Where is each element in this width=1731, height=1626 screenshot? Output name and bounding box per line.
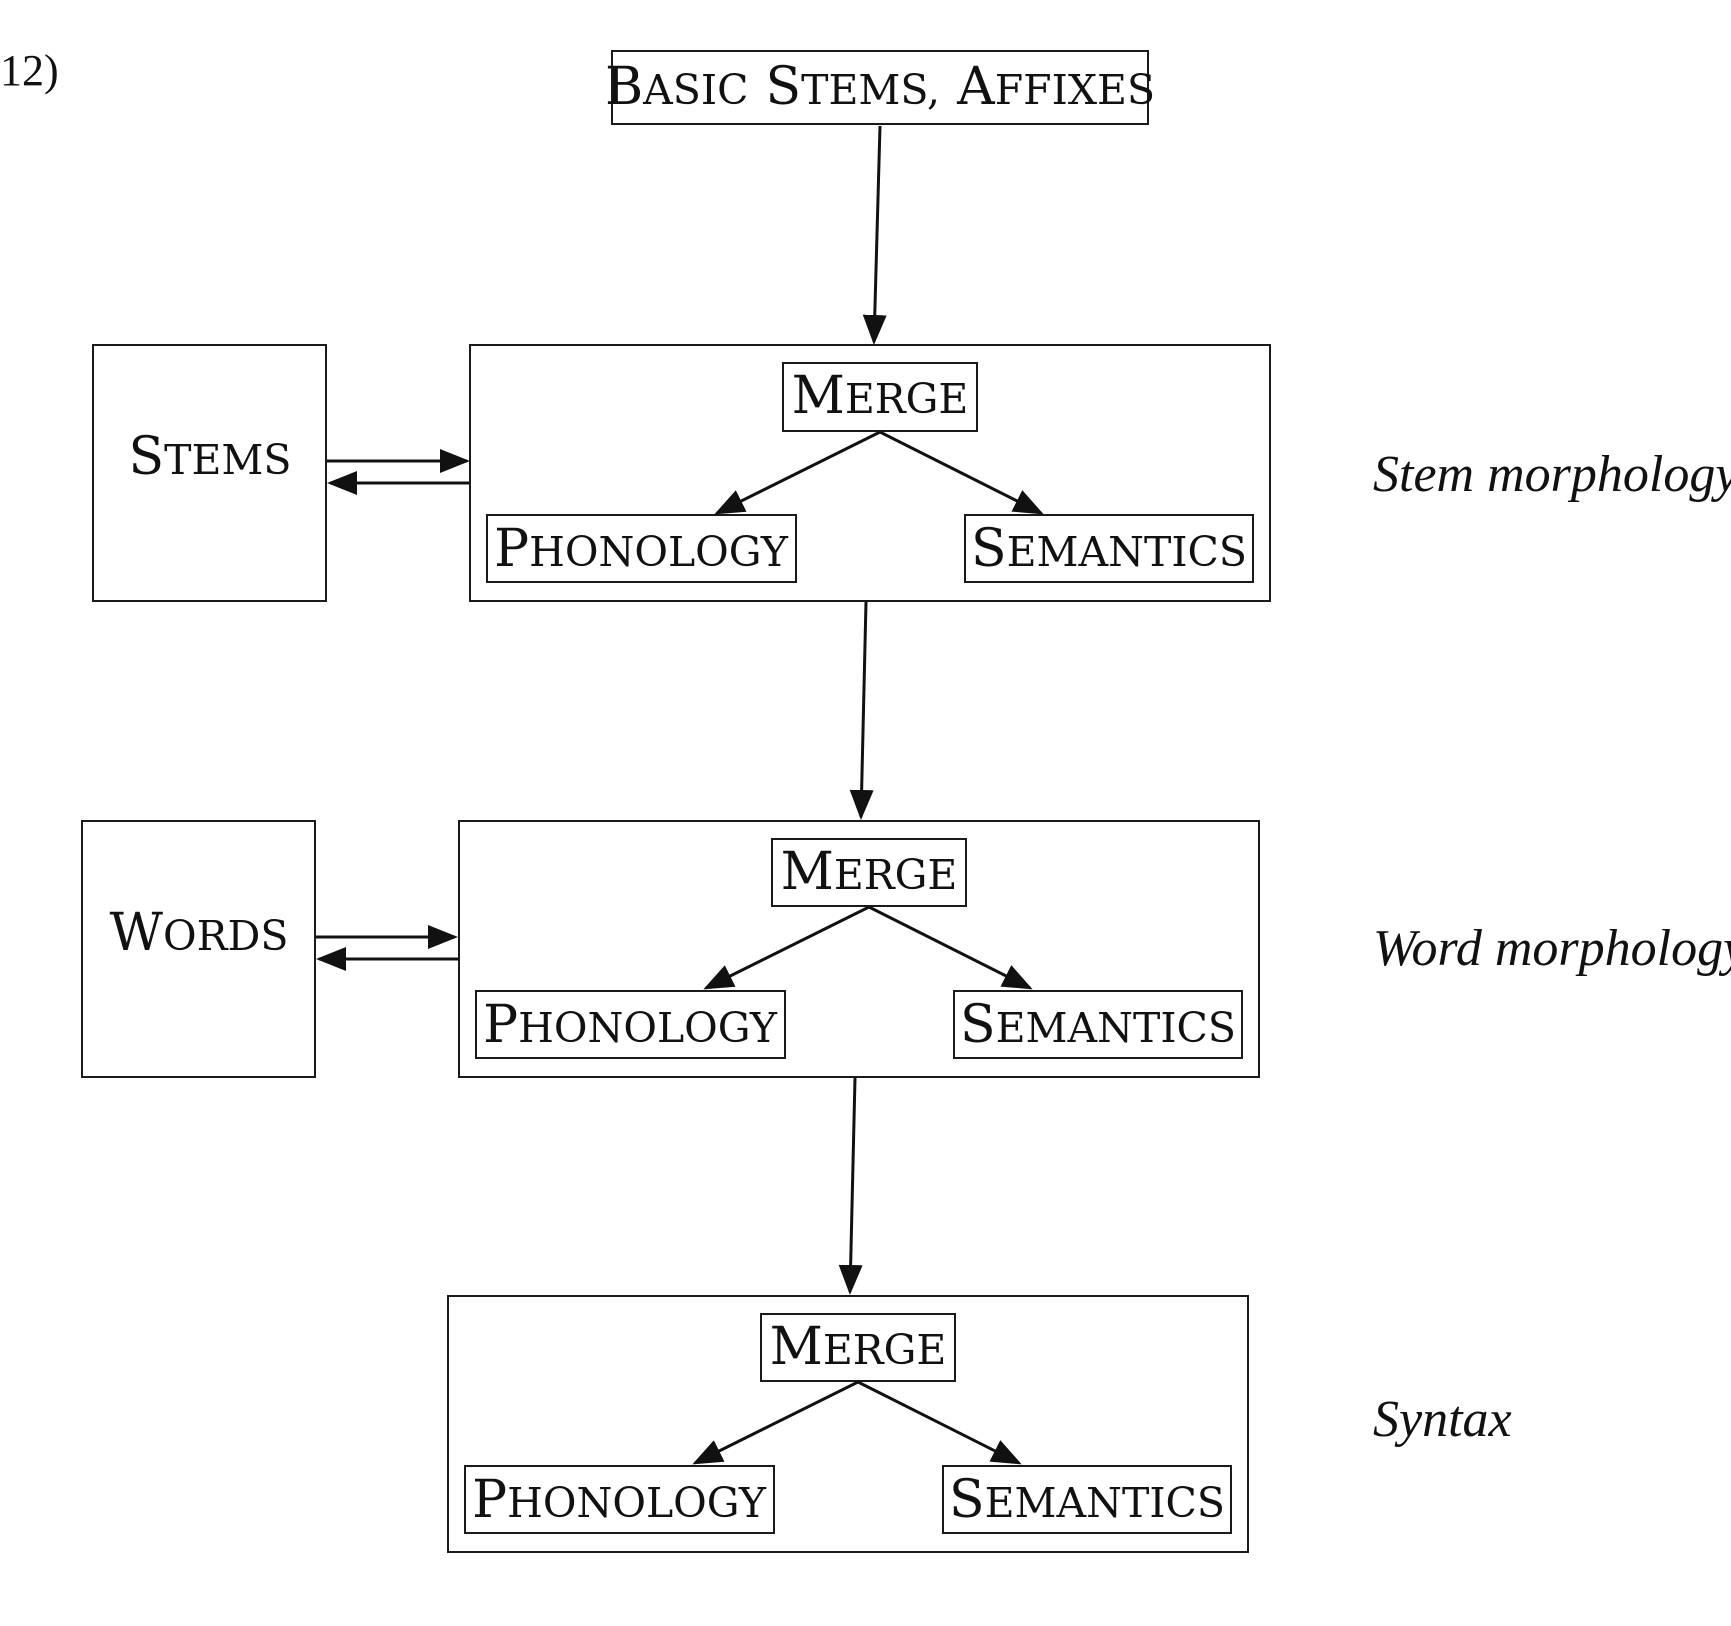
- stem-semantics-box: SEMANTICS: [964, 514, 1254, 583]
- stem-merge-box: MERGE: [782, 362, 978, 432]
- word-semantics-text: SEMANTICS: [960, 995, 1236, 1055]
- word-phonology-text: PHONOLOGY: [483, 995, 778, 1055]
- word-arrow-merge-to-phonology: [703, 905, 870, 990]
- stem-arrow-merge-to-semantics: [879, 430, 1044, 515]
- stems-box: STEMS: [92, 344, 327, 602]
- word-morphology-module: MERGE PHONOLOGY SEMANTICS: [458, 820, 1260, 1078]
- word-phonology-box: PHONOLOGY: [475, 990, 786, 1059]
- stem-merge-text: MERGE: [792, 366, 969, 426]
- syntax-module: MERGE PHONOLOGY SEMANTICS: [447, 1295, 1249, 1553]
- stems-text: STEMS: [129, 427, 292, 487]
- arrow-stem-to-word: [849, 601, 874, 820]
- syntax-merge-text: MERGE: [770, 1317, 947, 1377]
- arrow-basic-to-stem: [862, 125, 887, 345]
- stem-phonology-text: PHONOLOGY: [494, 519, 789, 579]
- syntax-merge-box: MERGE: [760, 1313, 956, 1382]
- example-number: 12): [0, 46, 59, 95]
- word-morphology-label: Word morphology: [1373, 920, 1731, 977]
- syntax-label: Syntax: [1373, 1391, 1512, 1448]
- syntax-semantics-text: SEMANTICS: [949, 1470, 1225, 1530]
- stem-semantics-text: SEMANTICS: [971, 519, 1247, 579]
- stem-morphology-label: Stem morphology: [1373, 446, 1731, 503]
- word-merge-box: MERGE: [771, 838, 967, 907]
- words-text: WORDS: [110, 903, 289, 963]
- word-merge-text: MERGE: [781, 842, 958, 902]
- syntax-phonology-text: PHONOLOGY: [472, 1470, 767, 1530]
- words-box: WORDS: [81, 820, 316, 1078]
- stem-morphology-module: MERGE PHONOLOGY SEMANTICS: [469, 344, 1271, 602]
- word-arrow-merge-to-semantics: [868, 905, 1033, 990]
- stem-arrow-merge-to-phonology: [714, 430, 881, 515]
- word-semantics-box: SEMANTICS: [953, 990, 1243, 1059]
- arrow-word-to-syntax: [838, 1077, 863, 1295]
- basic-stems-affixes-text: BASIC STEMS, AFFIXES: [605, 57, 1155, 117]
- syntax-arrow-merge-to-semantics: [857, 1380, 1022, 1465]
- syntax-arrow-merge-to-phonology: [692, 1380, 859, 1465]
- basic-stems-affixes-box: BASIC STEMS, AFFIXES: [605, 50, 1155, 125]
- syntax-phonology-box: PHONOLOGY: [464, 1465, 775, 1534]
- syntax-semantics-box: SEMANTICS: [942, 1465, 1232, 1534]
- stem-phonology-box: PHONOLOGY: [486, 514, 797, 583]
